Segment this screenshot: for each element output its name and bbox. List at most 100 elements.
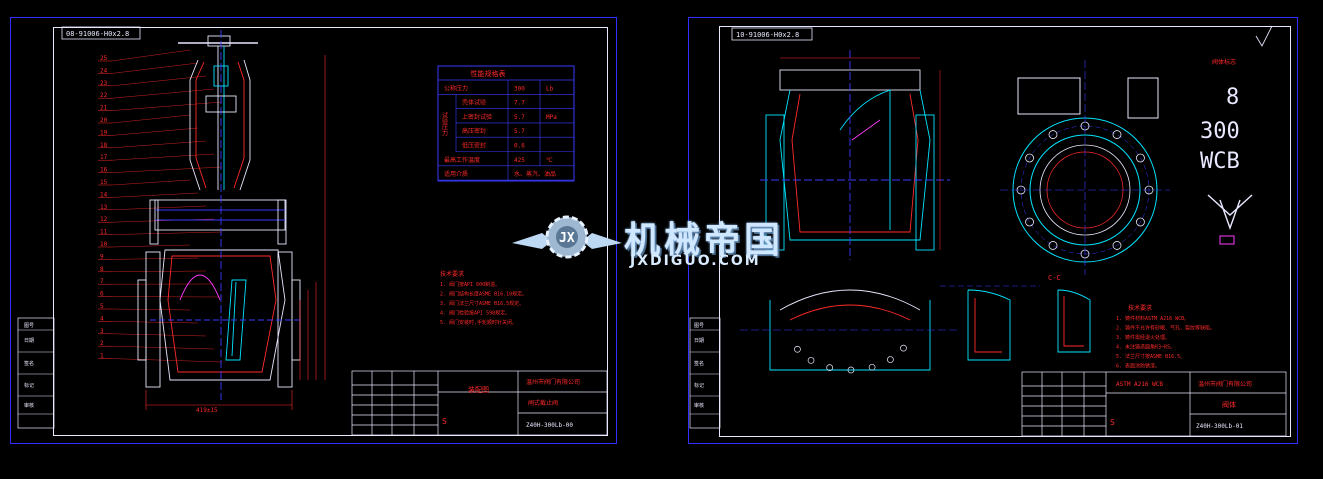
watermark-logo: JX 机械帝国 JXDIGUO.COM — [512, 205, 812, 275]
svg-text:技术要求: 技术要求 — [1128, 304, 1152, 312]
right-drawing-sheet — [688, 17, 1298, 444]
svg-text:日期: 日期 — [694, 338, 704, 344]
part-number-label: 16 — [100, 167, 108, 174]
part-number-label: 18 — [100, 142, 108, 149]
spec-row-value: 300 — [514, 85, 525, 92]
valve-body-bottom-view — [740, 289, 960, 374]
svg-text:日期: 日期 — [24, 338, 34, 344]
spec-row-unit: Lb — [546, 85, 554, 92]
spec-row-value: 7.7 — [514, 100, 525, 107]
spec-row-value: 5.7 — [514, 114, 525, 121]
spec-row-label: 公称压力 — [444, 84, 468, 92]
svg-text:审核: 审核 — [694, 402, 704, 409]
part-number-label: 6 — [100, 291, 104, 298]
note-line: 5. 阀门安装时,手轮顺时针关闭。 — [440, 319, 517, 326]
left-drawing-number: Z40H-300Lb-00 — [526, 422, 573, 429]
right-code-box — [731, 27, 813, 41]
note-line: 2. 阀门结构长度ASME B16.10规定。 — [440, 291, 527, 298]
left-sheet-frame — [53, 27, 608, 436]
svg-text:300: 300 — [1200, 119, 1240, 144]
right-drawing-number: Z40H-300Lb-01 — [1196, 423, 1243, 430]
part-number-label: 20 — [100, 117, 108, 124]
note-line: 5. 法兰尺寸按ASME B16.5。 — [1116, 353, 1185, 360]
part-number-label: 8 — [100, 266, 104, 273]
left-technical-notes: 技术要求 1. 阀门按API 600制造。 2. 阀门结构长度ASME B16.1… — [440, 270, 527, 326]
spec-row-value: 0.6 — [514, 143, 525, 150]
part-number-label: 3 — [100, 328, 104, 335]
left-company: 温州市阀门有限公司 — [526, 378, 580, 386]
left-code-text: 08-91006-H0x2.8 — [66, 30, 129, 38]
gear-wings-icon: JX — [512, 215, 622, 259]
part-number-list: 2524232221201918171615141312111098765432… — [98, 49, 223, 363]
part-number-label: 23 — [100, 80, 108, 87]
note-line: 1. 阀门按API 600制造。 — [440, 281, 500, 288]
spec-table-title: 性能规格表 — [471, 69, 506, 78]
part-number-label: 15 — [100, 179, 108, 186]
part-number-label: 2 — [100, 340, 104, 347]
note-line: 6. 表面涂防锈漆。 — [1116, 363, 1160, 370]
right-technical-notes: 技术要求 1. 铸件材料ASTM A216 WCB。 2. 铸件不允许有砂眼、气孔… — [1116, 304, 1215, 370]
part-number-label: 11 — [100, 229, 108, 236]
part-number-label: 12 — [100, 216, 108, 223]
svg-text:8: 8 — [1226, 85, 1239, 110]
part-number-label: 17 — [100, 154, 108, 161]
part-number-label: 1 — [100, 353, 104, 360]
detail-view — [940, 285, 1040, 361]
valve-assembly-drawing — [137, 30, 326, 410]
watermark-url: JXDIGUO.COM — [630, 253, 761, 269]
left-code-box — [61, 26, 141, 40]
part-number-label: 4 — [100, 315, 104, 322]
svg-text:签名: 签名 — [694, 360, 704, 367]
note-line: 3. 铸件需经退火处理。 — [1116, 334, 1170, 341]
section-cc-view: C-C — [1048, 274, 1091, 353]
svg-text:JX: JX — [559, 231, 575, 246]
right-company: 温州市阀门有限公司 — [1198, 380, 1252, 388]
note-line: 2. 铸件不允许有砂眼、气孔、裂纹等缺陷。 — [1116, 325, 1215, 332]
svg-text:图号: 图号 — [694, 323, 704, 329]
spec-row-value: 425 — [514, 157, 525, 164]
body-marking: 阀体标志 8 300 WCB — [1200, 58, 1253, 245]
note-line: 3. 阀门法兰尺寸ASME B16.5规定。 — [440, 300, 524, 307]
svg-text:WCB: WCB — [1200, 149, 1240, 174]
part-number-label: 5 — [100, 303, 104, 310]
right-mark: S — [1110, 418, 1115, 427]
surface-finish-icon — [1255, 25, 1273, 47]
part-number-label: 13 — [100, 204, 108, 211]
svg-text:图号: 图号 — [24, 323, 34, 329]
spec-row-label: 高压密封 — [462, 127, 486, 135]
right-sheet-frame — [719, 26, 1291, 437]
note-line: 4. 阀门检验按API 598规定。 — [440, 310, 510, 317]
part-number-label: 9 — [100, 253, 104, 260]
part-number-label: 25 — [100, 55, 108, 62]
svg-text:C-C: C-C — [1048, 274, 1061, 282]
spec-row-label: 最高工作温度 — [444, 156, 480, 164]
svg-text:技术要求: 技术要求 — [440, 270, 464, 278]
svg-text:标记: 标记 — [694, 382, 704, 389]
left-drawing-sheet — [10, 17, 617, 444]
spec-row-label: 适用介质 — [444, 170, 468, 178]
valve-body-end-view — [1000, 60, 1170, 275]
part-number-label: 22 — [100, 92, 108, 99]
watermark-name: 机械帝国 — [624, 220, 785, 261]
svg-text:审核: 审核 — [24, 402, 34, 409]
left-bottom-dimension: 419±15 — [196, 407, 218, 414]
part-number-label: 24 — [100, 67, 108, 74]
left-side-tabs: 图号 日期 签名 标记 审核 — [17, 317, 55, 429]
spec-row-label: 壳体试验 — [462, 99, 486, 107]
right-side-tabs: 图号 日期 签名 标记 审核 — [689, 317, 721, 429]
svg-text:标记: 标记 — [24, 382, 34, 389]
part-number-label: 10 — [100, 241, 108, 248]
left-title-block — [351, 370, 608, 436]
spec-row-label: 低压密封 — [462, 142, 486, 150]
spec-row-value: 水、蒸汽、油品 — [514, 170, 556, 178]
right-part-name: 阀体 — [1222, 400, 1236, 409]
left-product-name: 闸式截止阀 — [528, 399, 558, 407]
spec-side-label: 试验压力 — [441, 111, 448, 137]
valve-body-section-view — [760, 50, 950, 260]
left-drawing-name: 装配图 — [468, 385, 489, 394]
spec-row-unit: MPa — [546, 114, 557, 121]
note-line: 1. 铸件材料ASTM A216 WCB。 — [1116, 315, 1189, 322]
part-number-label: 7 — [100, 278, 104, 285]
